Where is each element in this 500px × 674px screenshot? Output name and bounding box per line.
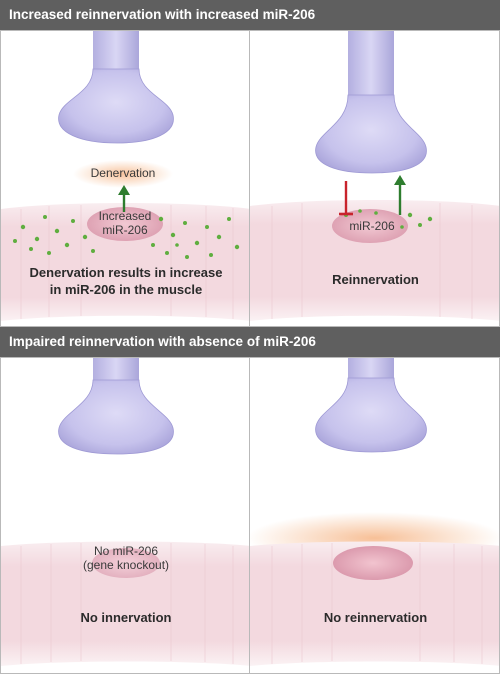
panel-no-reinnervation: No reinnervation xyxy=(249,357,500,674)
nerve-terminal xyxy=(58,358,174,455)
cell-label-line1: No miR-206 xyxy=(93,544,159,558)
nerve-terminal xyxy=(315,358,427,453)
muscle-fiber xyxy=(250,541,499,666)
nerve-terminal xyxy=(315,31,427,174)
muscle-nucleus xyxy=(332,209,408,243)
panel-denervation: Denervation Increased miR-206 Denervatio… xyxy=(0,30,250,327)
cell-label-line2: (gene knockout) xyxy=(82,558,170,572)
cell-label-mir206: miR-206 xyxy=(349,219,395,233)
cell-label-knockout: No miR-206 (gene knockout) xyxy=(63,544,189,572)
mir206-dots xyxy=(13,215,240,259)
panel-caption-denervation: Denervation results in increase in miR-2… xyxy=(1,264,249,298)
inhibit-marker xyxy=(339,181,353,216)
muscle-fiber xyxy=(1,203,249,321)
cell-label-line2: miR-206 xyxy=(102,223,148,237)
panel-no-innervation: No miR-206 (gene knockout) No innervatio… xyxy=(0,357,250,674)
stimulate-arrow xyxy=(118,185,130,212)
muscle-nucleus xyxy=(87,207,163,241)
panel-reinnervation: miR-206 Reinnervation xyxy=(249,30,500,327)
caption-line2: in miR-206 in the muscle xyxy=(49,282,203,297)
nerve-terminal xyxy=(58,31,174,144)
panel-caption-no-innervation: No innervation xyxy=(80,610,172,625)
section-header-impaired: Impaired reinnervation with absence of m… xyxy=(0,327,500,357)
caption-line1: Denervation results in increase xyxy=(29,265,223,280)
muscle-nucleus xyxy=(333,546,413,580)
muscle-fiber xyxy=(1,541,249,666)
cell-label-line1: Increased xyxy=(98,209,152,223)
muscle-fiber xyxy=(250,200,499,321)
panel-caption-reinnervation: Reinnervation xyxy=(332,272,419,287)
cell-label-increased: Increased miR-206 xyxy=(75,209,175,237)
denervation-label: Denervation xyxy=(90,166,156,180)
stimulate-arrow xyxy=(394,175,406,215)
denervation-glow xyxy=(73,160,173,188)
panel-caption-no-reinnervation: No reinnervation xyxy=(323,610,428,625)
muscle-nucleus xyxy=(92,548,160,578)
section-header-increased: Increased reinnervation with increased m… xyxy=(0,0,500,30)
